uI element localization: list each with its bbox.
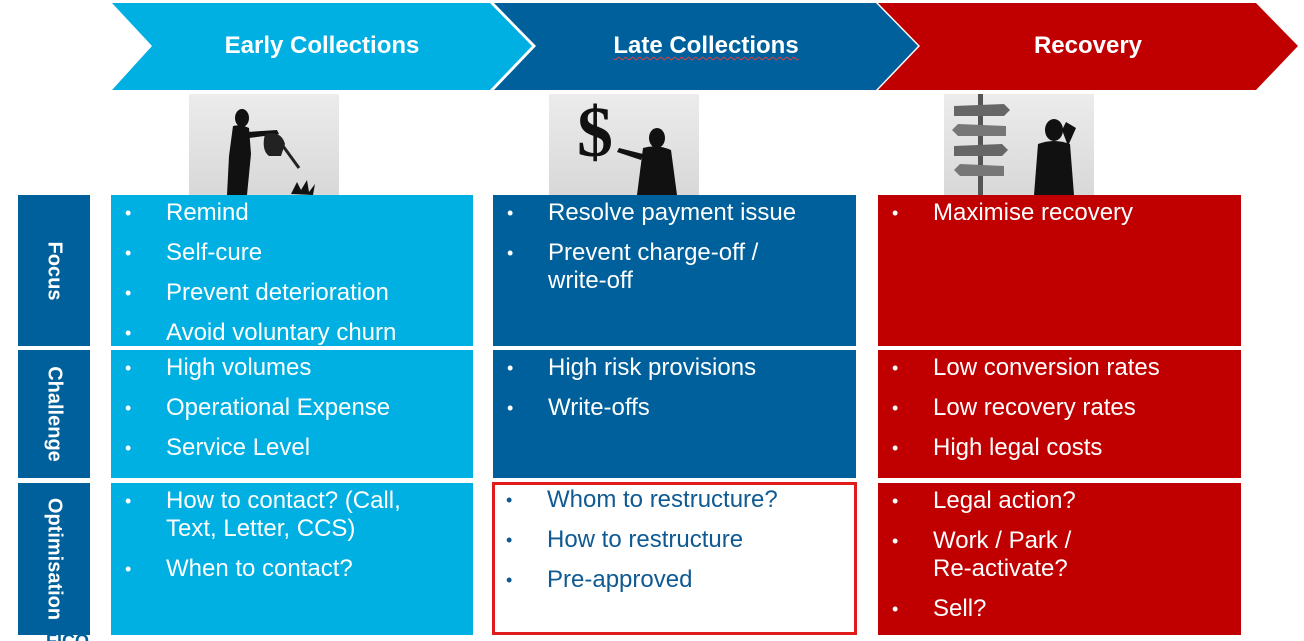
list-item: High risk provisions <box>507 354 846 382</box>
row-label-focus-text: Focus <box>43 241 66 300</box>
list-item: Low conversion rates <box>892 354 1231 382</box>
list-item: High legal costs <box>892 434 1231 462</box>
row-label-focus: Focus <box>18 195 90 346</box>
list-item: Legal action? <box>892 487 1231 515</box>
dollar-sign-silhouette-icon: $ <box>549 94 699 195</box>
list-item: Sell? <box>892 595 1231 623</box>
footer-logo: FICO <box>46 632 106 641</box>
cell-optimisation-early: How to contact? (Call, Text, Letter, CCS… <box>111 483 473 635</box>
chevron-early-collections <box>112 3 532 90</box>
list-item: Pre-approved <box>506 566 844 594</box>
cell-focus-late: Resolve payment issue Prevent charge-off… <box>493 195 856 346</box>
list-item: When to contact? <box>125 555 463 583</box>
row-label-challenge: Challenge <box>18 350 90 478</box>
phase-chevrons <box>112 3 1298 90</box>
phase-label-early: Early Collections <box>224 32 420 59</box>
list-item: Operational Expense <box>125 394 463 422</box>
cell-challenge-late: High risk provisions Write-offs <box>493 350 856 478</box>
cell-challenge-early: High volumes Operational Expense Service… <box>111 350 473 478</box>
list-item: Service Level <box>125 434 463 462</box>
row-label-optimisation-text: Optimisation <box>43 497 66 621</box>
list-item: Maximise recovery <box>892 199 1231 227</box>
list-item: Whom to restructure? <box>506 486 844 514</box>
list-item: Remind <box>125 199 463 227</box>
watering-can-silhouette-icon <box>189 94 339 195</box>
list-item: Write-offs <box>507 394 846 422</box>
cell-focus-recovery: Maximise recovery <box>878 195 1241 346</box>
chevron-late-collections <box>494 3 918 90</box>
row-label-optimisation: Optimisation <box>18 483 90 635</box>
cell-optimisation-late: Whom to restructure? How to restructure … <box>492 482 857 635</box>
svg-text:$: $ <box>577 94 613 172</box>
cell-challenge-recovery: Low conversion rates Low recovery rates … <box>878 350 1241 478</box>
cell-optimisation-recovery: Legal action? Work / Park / Re-activate?… <box>878 483 1241 635</box>
list-item: Self-cure <box>125 239 463 267</box>
row-label-challenge-text: Challenge <box>43 366 66 462</box>
list-item: Prevent charge-off / write-off <box>507 239 846 295</box>
chevron-recovery <box>878 3 1298 90</box>
list-item: Low recovery rates <box>892 394 1231 422</box>
list-item: Resolve payment issue <box>507 199 846 227</box>
phase-label-late: Late Collections <box>536 28 876 64</box>
phase-label-recovery: Recovery <box>1033 32 1143 59</box>
list-item: High volumes <box>125 354 463 382</box>
cell-focus-early: Remind Self-cure Prevent deterioration A… <box>111 195 473 346</box>
phase-label-late-text: Late Collections <box>613 32 799 59</box>
list-item: Avoid voluntary churn <box>125 319 463 346</box>
list-item: Prevent deterioration <box>125 279 463 307</box>
direction-arrows-silhouette-icon <box>944 94 1094 195</box>
list-item: How to restructure <box>506 526 844 554</box>
list-item: Work / Park / Re-activate? <box>892 527 1231 583</box>
list-item: How to contact? (Call, Text, Letter, CCS… <box>125 487 463 543</box>
